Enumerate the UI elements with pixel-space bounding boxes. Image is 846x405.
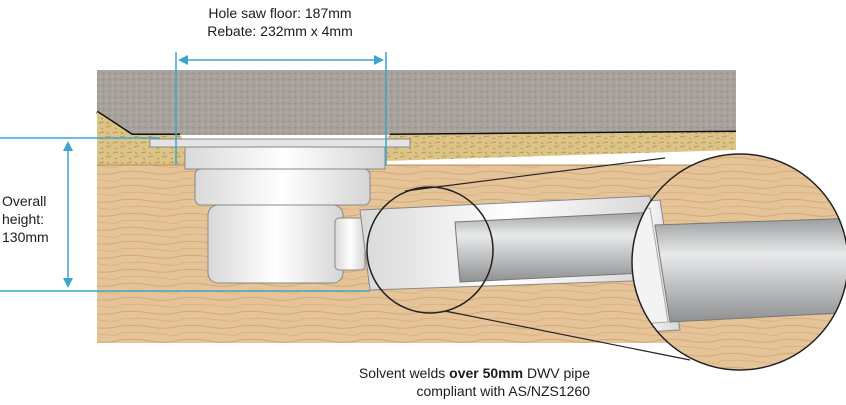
floor-waste-body bbox=[149, 138, 411, 284]
overall-height-line-3: 130mm bbox=[2, 229, 49, 245]
detail-circle-large bbox=[631, 153, 846, 371]
overall-height-line-1: Overall bbox=[2, 193, 47, 209]
overall-height-line-2: height: bbox=[2, 211, 45, 227]
hole-saw-label: Hole saw floor: 187mm Rebate: 232mm x 4m… bbox=[160, 4, 400, 40]
height-dimension bbox=[0, 137, 370, 292]
weld-line-2: compliant with AS/NZS1260 bbox=[416, 383, 590, 399]
detail-circle-small bbox=[366, 186, 494, 314]
weld-bold: over 50mm bbox=[449, 365, 524, 381]
floor-tile-layer bbox=[96, 70, 737, 137]
weld-post: DWV pipe bbox=[523, 365, 590, 381]
overall-height-label: Overall height: 130mm bbox=[2, 192, 62, 246]
hole-saw-text: Hole saw floor: 187mm bbox=[208, 5, 352, 21]
solvent-weld-caption: Solvent welds over 50mm DWV pipe complia… bbox=[290, 364, 590, 400]
weld-line-1: Solvent welds over 50mm DWV pipe bbox=[290, 364, 590, 382]
weld-pre: Solvent welds bbox=[358, 365, 450, 381]
magnifier-connector bbox=[404, 157, 691, 361]
rebate-text: Rebate: 232mm x 4mm bbox=[207, 23, 353, 39]
hole-dimension bbox=[175, 52, 387, 165]
